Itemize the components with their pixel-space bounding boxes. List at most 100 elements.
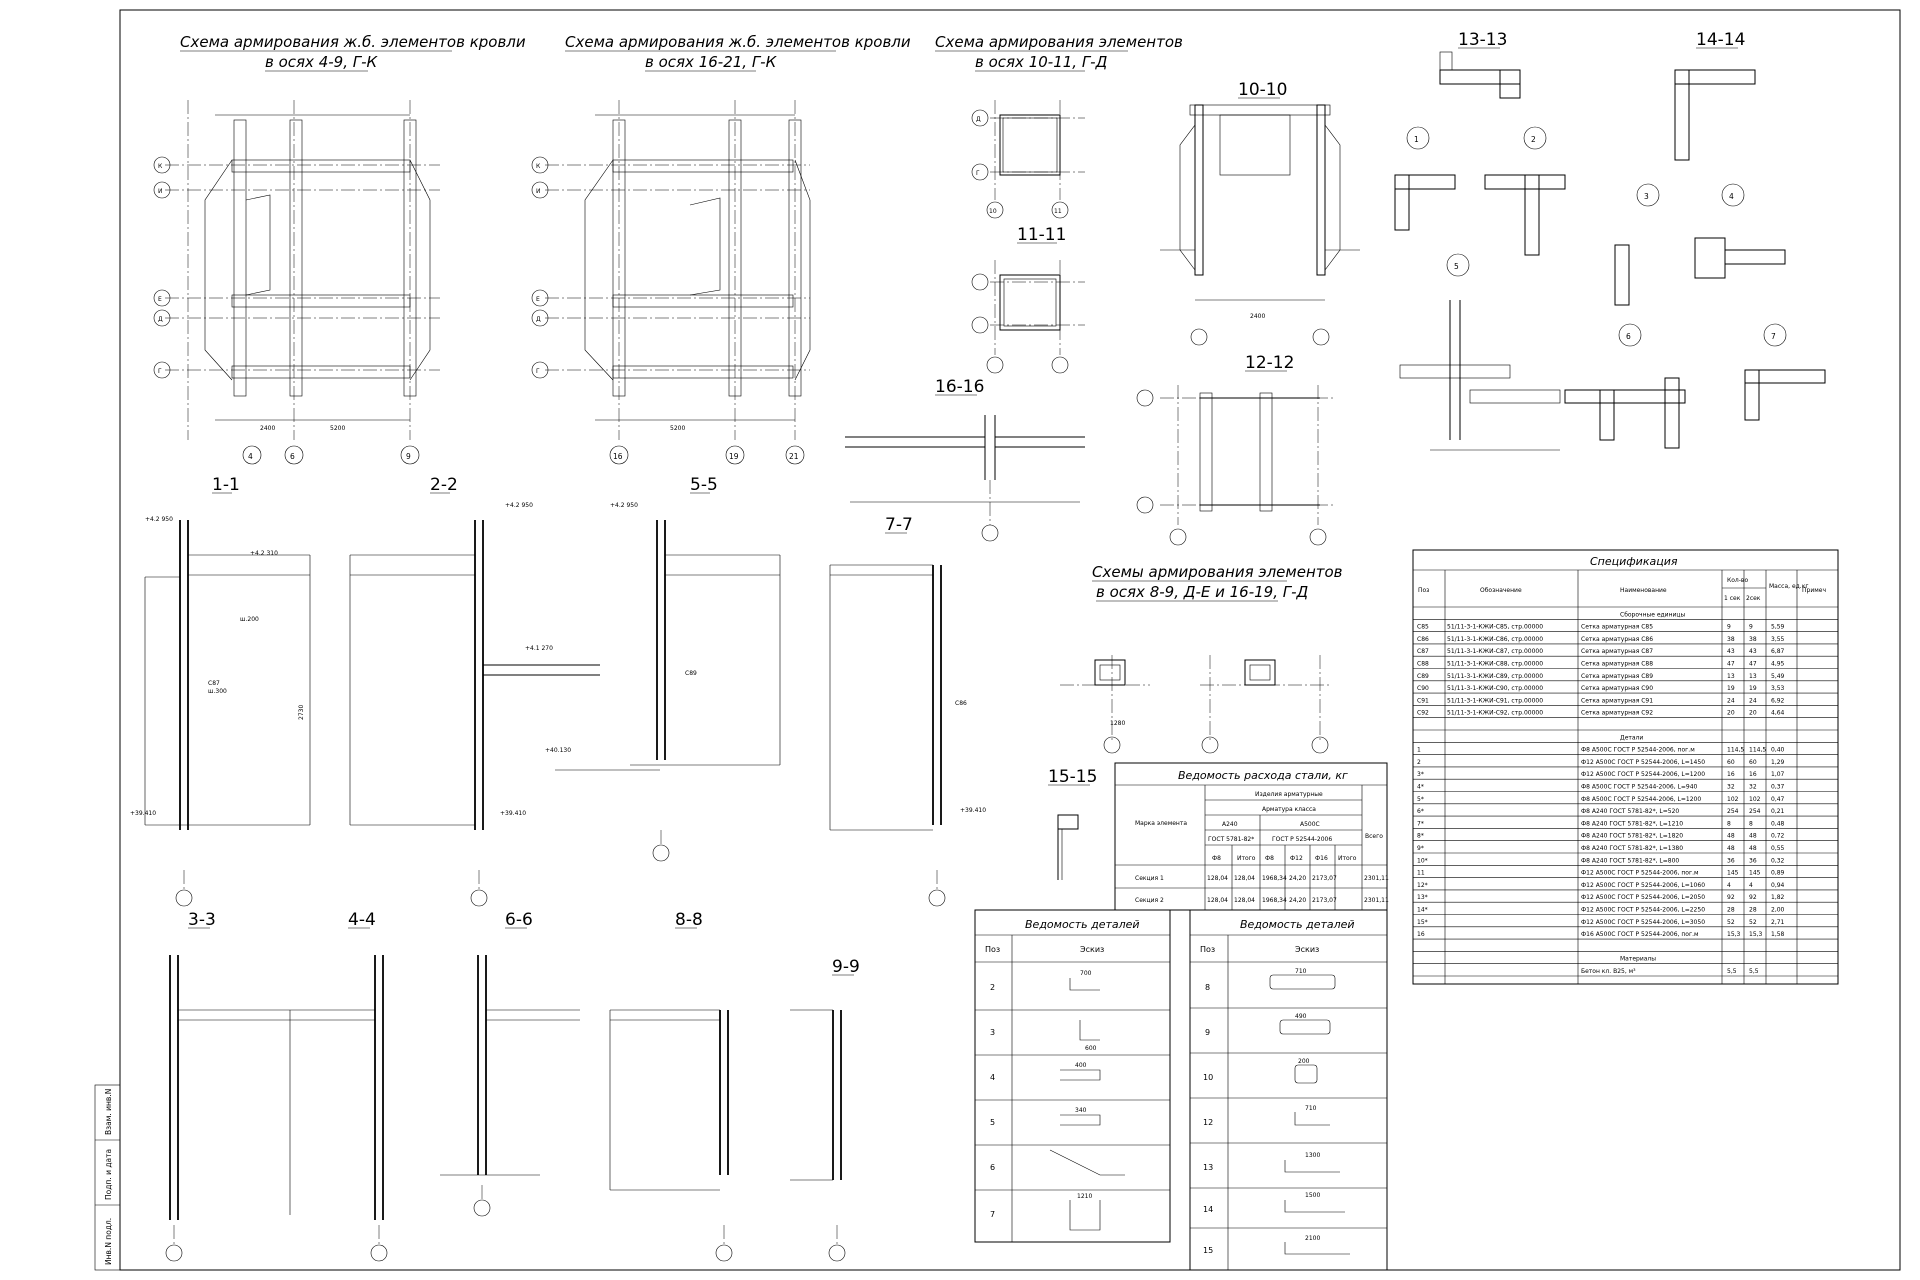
section-6-6: 6-6 [505, 910, 533, 930]
spec-name: Ф12 А500С ГОСТ Р 52544-2006, пог.м [1581, 870, 1699, 877]
section-13-13: 13-13 [1458, 30, 1507, 50]
sec1010-dim-2400: 2400 [1250, 313, 1265, 320]
spec-qty1: 48 [1727, 833, 1735, 840]
sec11-rebar-200: ш.200 [240, 616, 259, 623]
sec55-level-top: +4.2 950 [610, 502, 638, 509]
details1-dim-3: 600 [1085, 1045, 1097, 1052]
steel-col-5: Итого [1338, 855, 1357, 862]
section-9-9: 9-9 [832, 957, 860, 977]
node-7-label: 7 [1771, 332, 1776, 341]
spec-qty1: 48 [1727, 845, 1735, 852]
plan2-axis-d: Д [536, 316, 541, 323]
details2-pos-9: 9 [1205, 1028, 1210, 1037]
spec-name: Ф12 А500С ГОСТ Р 52544-2006, L=3050 [1581, 919, 1705, 926]
title-roof-1-line1: Схема армирования ж.б. элементов кровли [180, 33, 526, 51]
details1-pos-3: 3 [990, 1028, 995, 1037]
title-89-line1: Схемы армирования элементов [1092, 563, 1343, 581]
spec-name: Ф8 А500С ГОСТ Р 52544-2006, L=940 [1581, 784, 1698, 791]
details-table-2: Ведомость деталей Поз Эскиз 8 9 10 12 13… [1189, 909, 1388, 1271]
sec77-mesh-c86: С86 [955, 700, 967, 707]
spec-qty1: 13 [1727, 673, 1735, 680]
spec-mass: 4,64 [1771, 710, 1785, 717]
details2-hdr-sketch: Эскиз [1295, 945, 1319, 954]
section-6-6-drawing [440, 955, 580, 1217]
spec-name: Сетка арматурная С85 [1581, 624, 1653, 631]
spec-qty2: 38 [1749, 636, 1757, 643]
plan1-axis-g: Г [158, 368, 162, 375]
plan2-axis-bubbles: 16 19 21 К И Е Д Г 5200 [531, 156, 805, 465]
spec-qty2: 43 [1749, 648, 1757, 655]
spec-name: Ф16 А500С ГОСТ Р 52544-2006, пог.м [1581, 931, 1699, 938]
steel-row-2-name: Секция 2 [1135, 897, 1164, 904]
spec-pos: 14* [1417, 907, 1428, 914]
section-11-11-drawing [971, 260, 1085, 374]
steel-row-2-v5: 2301,11 [1364, 897, 1389, 904]
steel-hdr-class: Арматура класса [1262, 806, 1316, 813]
spec-pos: С88 [1417, 661, 1429, 668]
details2-dim-9: 490 [1295, 1013, 1307, 1020]
steel-row-2-v3: 24,20 [1289, 897, 1306, 904]
steel-col-4: Ф16 [1315, 855, 1328, 862]
steel-hdr-mark: Марка элемента [1135, 820, 1187, 827]
plan1-axis-d: Д [158, 316, 163, 323]
spec-pos: С86 [1417, 636, 1429, 643]
spec-pos: 15* [1417, 919, 1428, 926]
elem-10-11-plan: Д Г 10 11 [971, 100, 1085, 219]
spec-qty2: 254 [1749, 808, 1761, 815]
section-2-2-drawing: +4.2 950 +4.1 270 +39.410 [349, 502, 600, 907]
steel-row-1-v5: 2301,11 [1364, 875, 1389, 882]
sec55-mesh-c89: С89 [685, 670, 697, 677]
spec-designation: 51/11-3-1-КЖИ-С89, стр.00000 [1447, 673, 1543, 680]
section-4-4-drawing [290, 955, 388, 1262]
spec-qty2: 114,5 [1749, 747, 1766, 754]
plan1-dim-2400: 2400 [260, 425, 275, 432]
spec-qty2: 48 [1749, 833, 1757, 840]
spec-mass: 1,82 [1771, 894, 1785, 901]
spec-hdr-pos: Поз [1418, 587, 1429, 594]
spec-name: Ф8 А500С ГОСТ Р 52544-2006, L=1200 [1581, 796, 1701, 803]
title-elem-line2: в осях 10-11, Г-Д [975, 53, 1108, 71]
steel-row-1-name: Секция 1 [1135, 875, 1164, 882]
spec-pos: 7* [1417, 820, 1424, 827]
spec-mass: 0,72 [1771, 833, 1785, 840]
spec-hdr-qty2: 2сек [1746, 595, 1761, 602]
spec-qty2: 19 [1749, 685, 1757, 692]
spec-name: Ф12 А500С ГОСТ Р 52544-2006, L=1200 [1581, 771, 1705, 778]
stamp-strip [94, 1084, 121, 1271]
details2-hdr-pos: Поз [1200, 945, 1215, 954]
steel-col-0: Ф8 [1212, 855, 1221, 862]
spec-name: Ф12 А500С ГОСТ Р 52544-2006, L=1060 [1581, 882, 1705, 889]
details2-dim-14: 1500 [1305, 1192, 1320, 1199]
elem-axis-d: Д [976, 116, 981, 123]
spec-mass: 2,71 [1771, 919, 1785, 926]
details-table-1: Ведомость деталей Поз Эскиз 2 3 4 5 6 7 … [974, 909, 1171, 1243]
spec-qty1: 28 [1727, 907, 1735, 914]
spec-qty1: 60 [1727, 759, 1735, 766]
sec11-level-2310: +4.2 310 [250, 550, 278, 557]
spec-pos: С89 [1417, 673, 1429, 680]
section-3-3: 3-3 [188, 910, 216, 930]
spec-qty1: 9 [1727, 624, 1731, 631]
spec-mass: 2,00 [1771, 907, 1785, 914]
spec-mass: 1,58 [1771, 931, 1785, 938]
elem-axis-10: 10 [989, 208, 997, 215]
details2-dim-10: 200 [1298, 1058, 1310, 1065]
spec-qty2: 92 [1749, 894, 1757, 901]
spec-qty1: 38 [1727, 636, 1735, 643]
sec55-level-0130: +40.130 [545, 747, 571, 754]
spec-qty2: 16 [1749, 771, 1757, 778]
node-2-label: 2 [1531, 135, 1536, 144]
spec-mass: 3,55 [1771, 636, 1785, 643]
sec11-dim-2730: 2730 [298, 705, 305, 720]
spec-qty1: 47 [1727, 661, 1735, 668]
section-3-3-drawing [165, 955, 291, 1262]
spec-designation: 51/11-3-1-КЖИ-С86, стр.00000 [1447, 636, 1543, 643]
steel-table: Ведомость расхода стали, кг Марка элемен… [1114, 762, 1389, 911]
details2-dim-15: 2100 [1305, 1235, 1320, 1242]
spec-qty1: 19 [1727, 685, 1735, 692]
spec-pos: 10* [1417, 857, 1428, 864]
steel-row-1-v2: 1968,34 [1262, 875, 1287, 882]
title-roof-2-line2: в осях 16-21, Г-К [645, 53, 778, 71]
section-15-15: 15-15 [1048, 767, 1097, 787]
spec-group-label: Материалы [1620, 956, 1656, 963]
